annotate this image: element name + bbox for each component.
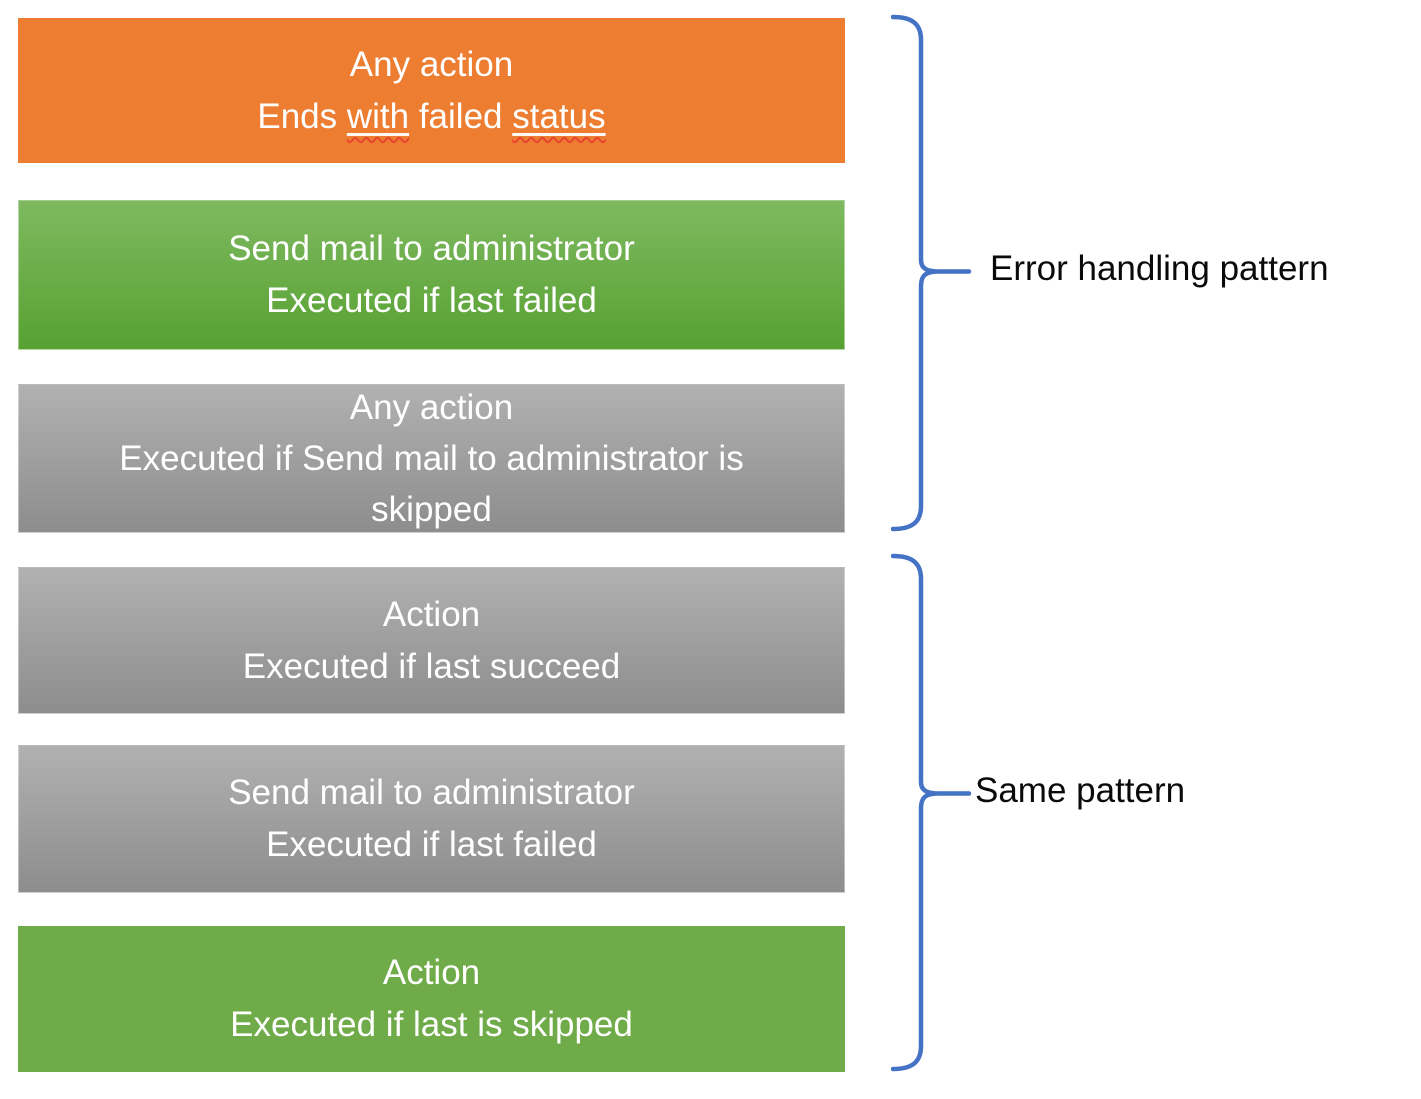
box-text: status [512, 96, 606, 136]
box-line: Executed if Send mail to administrator i… [119, 433, 743, 484]
flow-box-send-mail-if-failed-2: Send mail to administrator Executed if l… [18, 745, 845, 893]
box-line: Executed if last is skipped [230, 999, 633, 1051]
box-line: Executed if last failed [266, 819, 597, 871]
box-line: Ends with failed status [257, 91, 605, 143]
flow-box-action-if-skipped: Action Executed if last is skipped [18, 926, 845, 1072]
box-line: skipped [371, 484, 492, 535]
box-line: Action [383, 589, 480, 641]
box-text: Send mail to administrator [228, 773, 635, 812]
box-text: Any action [349, 388, 514, 427]
misspelled-word: with [347, 97, 409, 136]
box-text: Send mail to administrator [228, 229, 635, 268]
curly-brace-error-handling [891, 14, 972, 532]
box-text: Executed if Send mail to administrator i… [119, 439, 744, 478]
box-text: Any action [349, 44, 514, 84]
box-text: Action [382, 953, 481, 992]
box-text: Action [382, 594, 481, 634]
box-text: Ends [257, 96, 347, 136]
flow-box-any-action-if-skipped: Any action Executed if Send mail to admi… [18, 384, 845, 533]
misspelled-word: status [512, 97, 605, 136]
flow-box-action-if-succeed: Action Executed if last succeed [18, 567, 845, 714]
box-line: Action [383, 947, 480, 999]
box-text: skipped [371, 490, 492, 529]
box-line: Executed if last succeed [243, 641, 620, 693]
box-text: Executed if last is skipped [230, 1005, 633, 1044]
box-text: Executed if last failed [266, 281, 597, 320]
brace-label-error-handling: Error handling pattern [990, 249, 1329, 288]
box-text: with [346, 96, 410, 136]
box-line: Any action [350, 39, 513, 91]
box-line: Send mail to administrator [228, 223, 635, 275]
box-text: failed [409, 96, 513, 136]
flow-box-any-action-ends-failed: Any action Ends with failed status [18, 18, 845, 163]
box-text: Executed if last succeed [242, 646, 621, 686]
flow-box-send-mail-if-failed: Send mail to administrator Executed if l… [18, 200, 845, 350]
curly-brace-same-pattern [891, 553, 972, 1072]
box-line: Any action [350, 382, 513, 433]
brace-label-same-pattern: Same pattern [975, 771, 1186, 810]
box-line: Executed if last failed [266, 275, 597, 327]
box-line: Send mail to administrator [228, 767, 635, 819]
box-text: Executed if last failed [266, 825, 597, 864]
